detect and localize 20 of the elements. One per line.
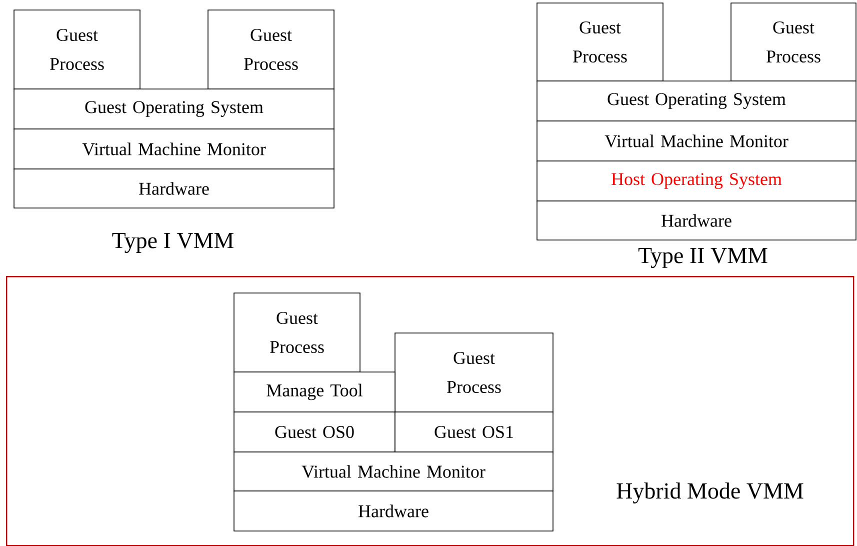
layer-box: Guest Operating System [14, 88, 334, 130]
layer-box: Hardware [14, 168, 334, 208]
layer-box: Guest OS0 [234, 412, 396, 452]
layer-box: Guest Process [14, 10, 140, 90]
layer-box: Guest Process [730, 2, 856, 82]
type-label: Type I VMM [112, 232, 234, 254]
layer-box: Virtual Machine Monitor [14, 128, 334, 170]
layer-box: Hardware [234, 490, 554, 532]
layer-box: Guest Process [208, 10, 334, 90]
layer-box: Guest OS1 [394, 412, 554, 452]
layer-box: Guest Process [394, 332, 554, 412]
type-label: Type II VMM [638, 248, 768, 268]
layer-box: Guest Process [234, 292, 360, 372]
layer-box: Hardware [536, 200, 856, 240]
layer-box: Guest Operating System [536, 80, 856, 122]
layer-box: Host Operating System [536, 160, 856, 202]
layer-box: Manage Tool [234, 372, 396, 412]
layer-box: Virtual Machine Monitor [536, 120, 856, 162]
layer-box: Virtual Machine Monitor [234, 452, 554, 492]
layer-box: Guest Process [536, 2, 664, 82]
